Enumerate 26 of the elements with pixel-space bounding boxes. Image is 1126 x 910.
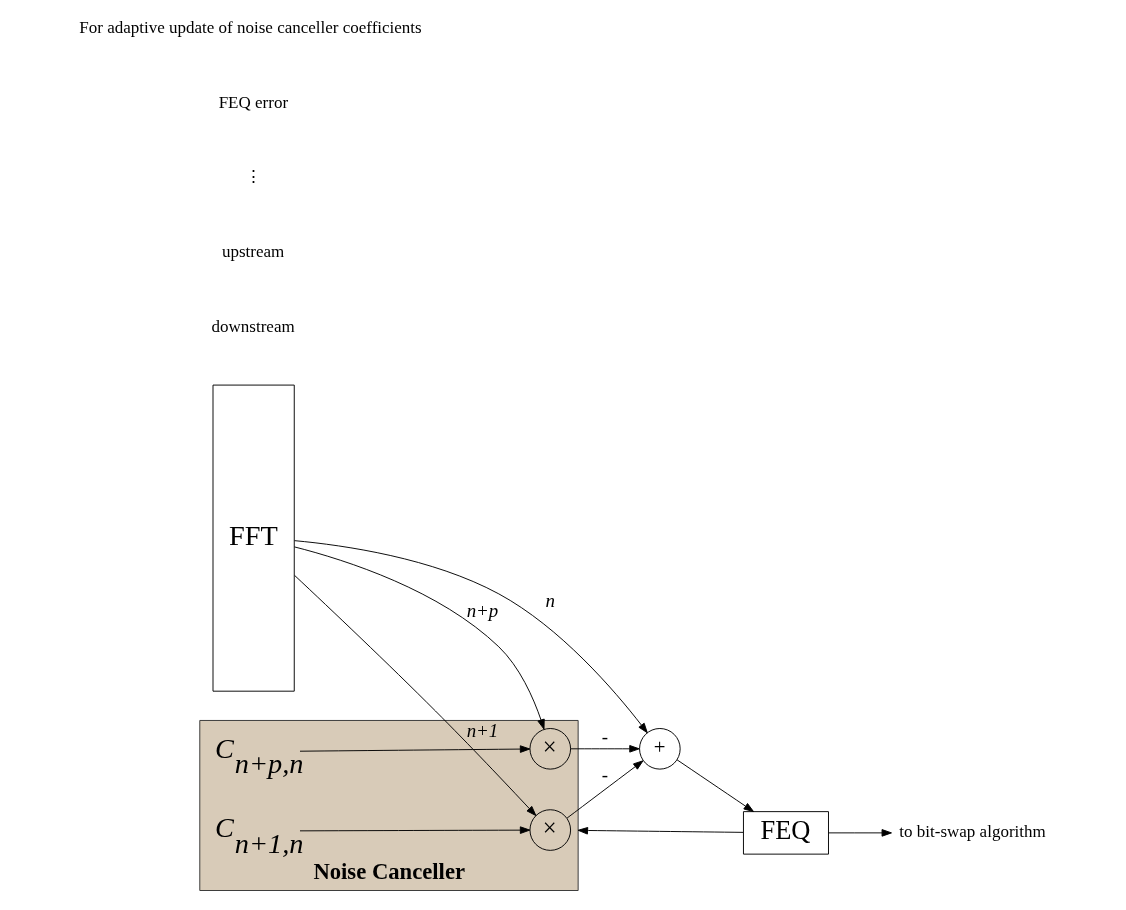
node-box: FEQ xyxy=(742,811,829,855)
arrow xyxy=(569,745,640,753)
node-circle: × xyxy=(529,809,571,851)
edge-label: n xyxy=(545,590,555,612)
arrow xyxy=(293,540,648,734)
label: upstream xyxy=(221,241,284,261)
label: downstream xyxy=(211,316,295,336)
edge-label: - xyxy=(601,726,608,748)
arrow xyxy=(299,745,530,753)
node-circle: + xyxy=(638,728,681,770)
arrow xyxy=(299,826,530,834)
arrow xyxy=(566,760,643,819)
arrow xyxy=(293,546,545,730)
label: FEQ error xyxy=(218,92,288,112)
edge-label: n+p xyxy=(466,600,498,622)
node-circle: × xyxy=(529,728,571,770)
arrow xyxy=(293,574,536,817)
node-box: FFT xyxy=(212,384,295,692)
arrow xyxy=(577,827,744,835)
edge-label: n+1 xyxy=(466,720,498,742)
node-text: to bit-swap algorithm xyxy=(898,822,1046,842)
arrow xyxy=(676,759,754,812)
edge-label: - xyxy=(601,763,608,785)
arrow xyxy=(827,829,892,837)
label: For adaptive update of noise canceller coefficients xyxy=(78,18,422,38)
label: ⋮ xyxy=(244,167,262,187)
